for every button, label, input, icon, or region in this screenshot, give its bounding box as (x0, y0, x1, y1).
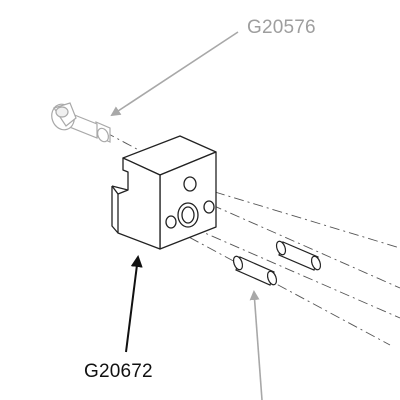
leader-arrow-screw (110, 31, 239, 117)
dowel-pin-lower (232, 255, 278, 286)
dowel-pin-upper (275, 240, 322, 271)
cap-screw-icon (51, 102, 111, 143)
callout-block-part-number: G20672 (84, 361, 153, 382)
leader-arrow-block (125, 255, 143, 353)
dowel-pin-icon (232, 240, 322, 286)
leader-arrow-pins (249, 290, 263, 400)
pin-axis-line-upper (211, 204, 400, 289)
pin-axis-line-lower (171, 227, 391, 346)
block-left-hole (165, 215, 177, 229)
block-right-hole (203, 200, 215, 214)
block-top-hole (183, 176, 197, 192)
pin-axis-line-middle (174, 219, 400, 319)
mounting-block-icon (111, 135, 217, 250)
callout-screw-part-number: G20576 (247, 17, 316, 38)
pin-axis-line-top (214, 191, 400, 249)
